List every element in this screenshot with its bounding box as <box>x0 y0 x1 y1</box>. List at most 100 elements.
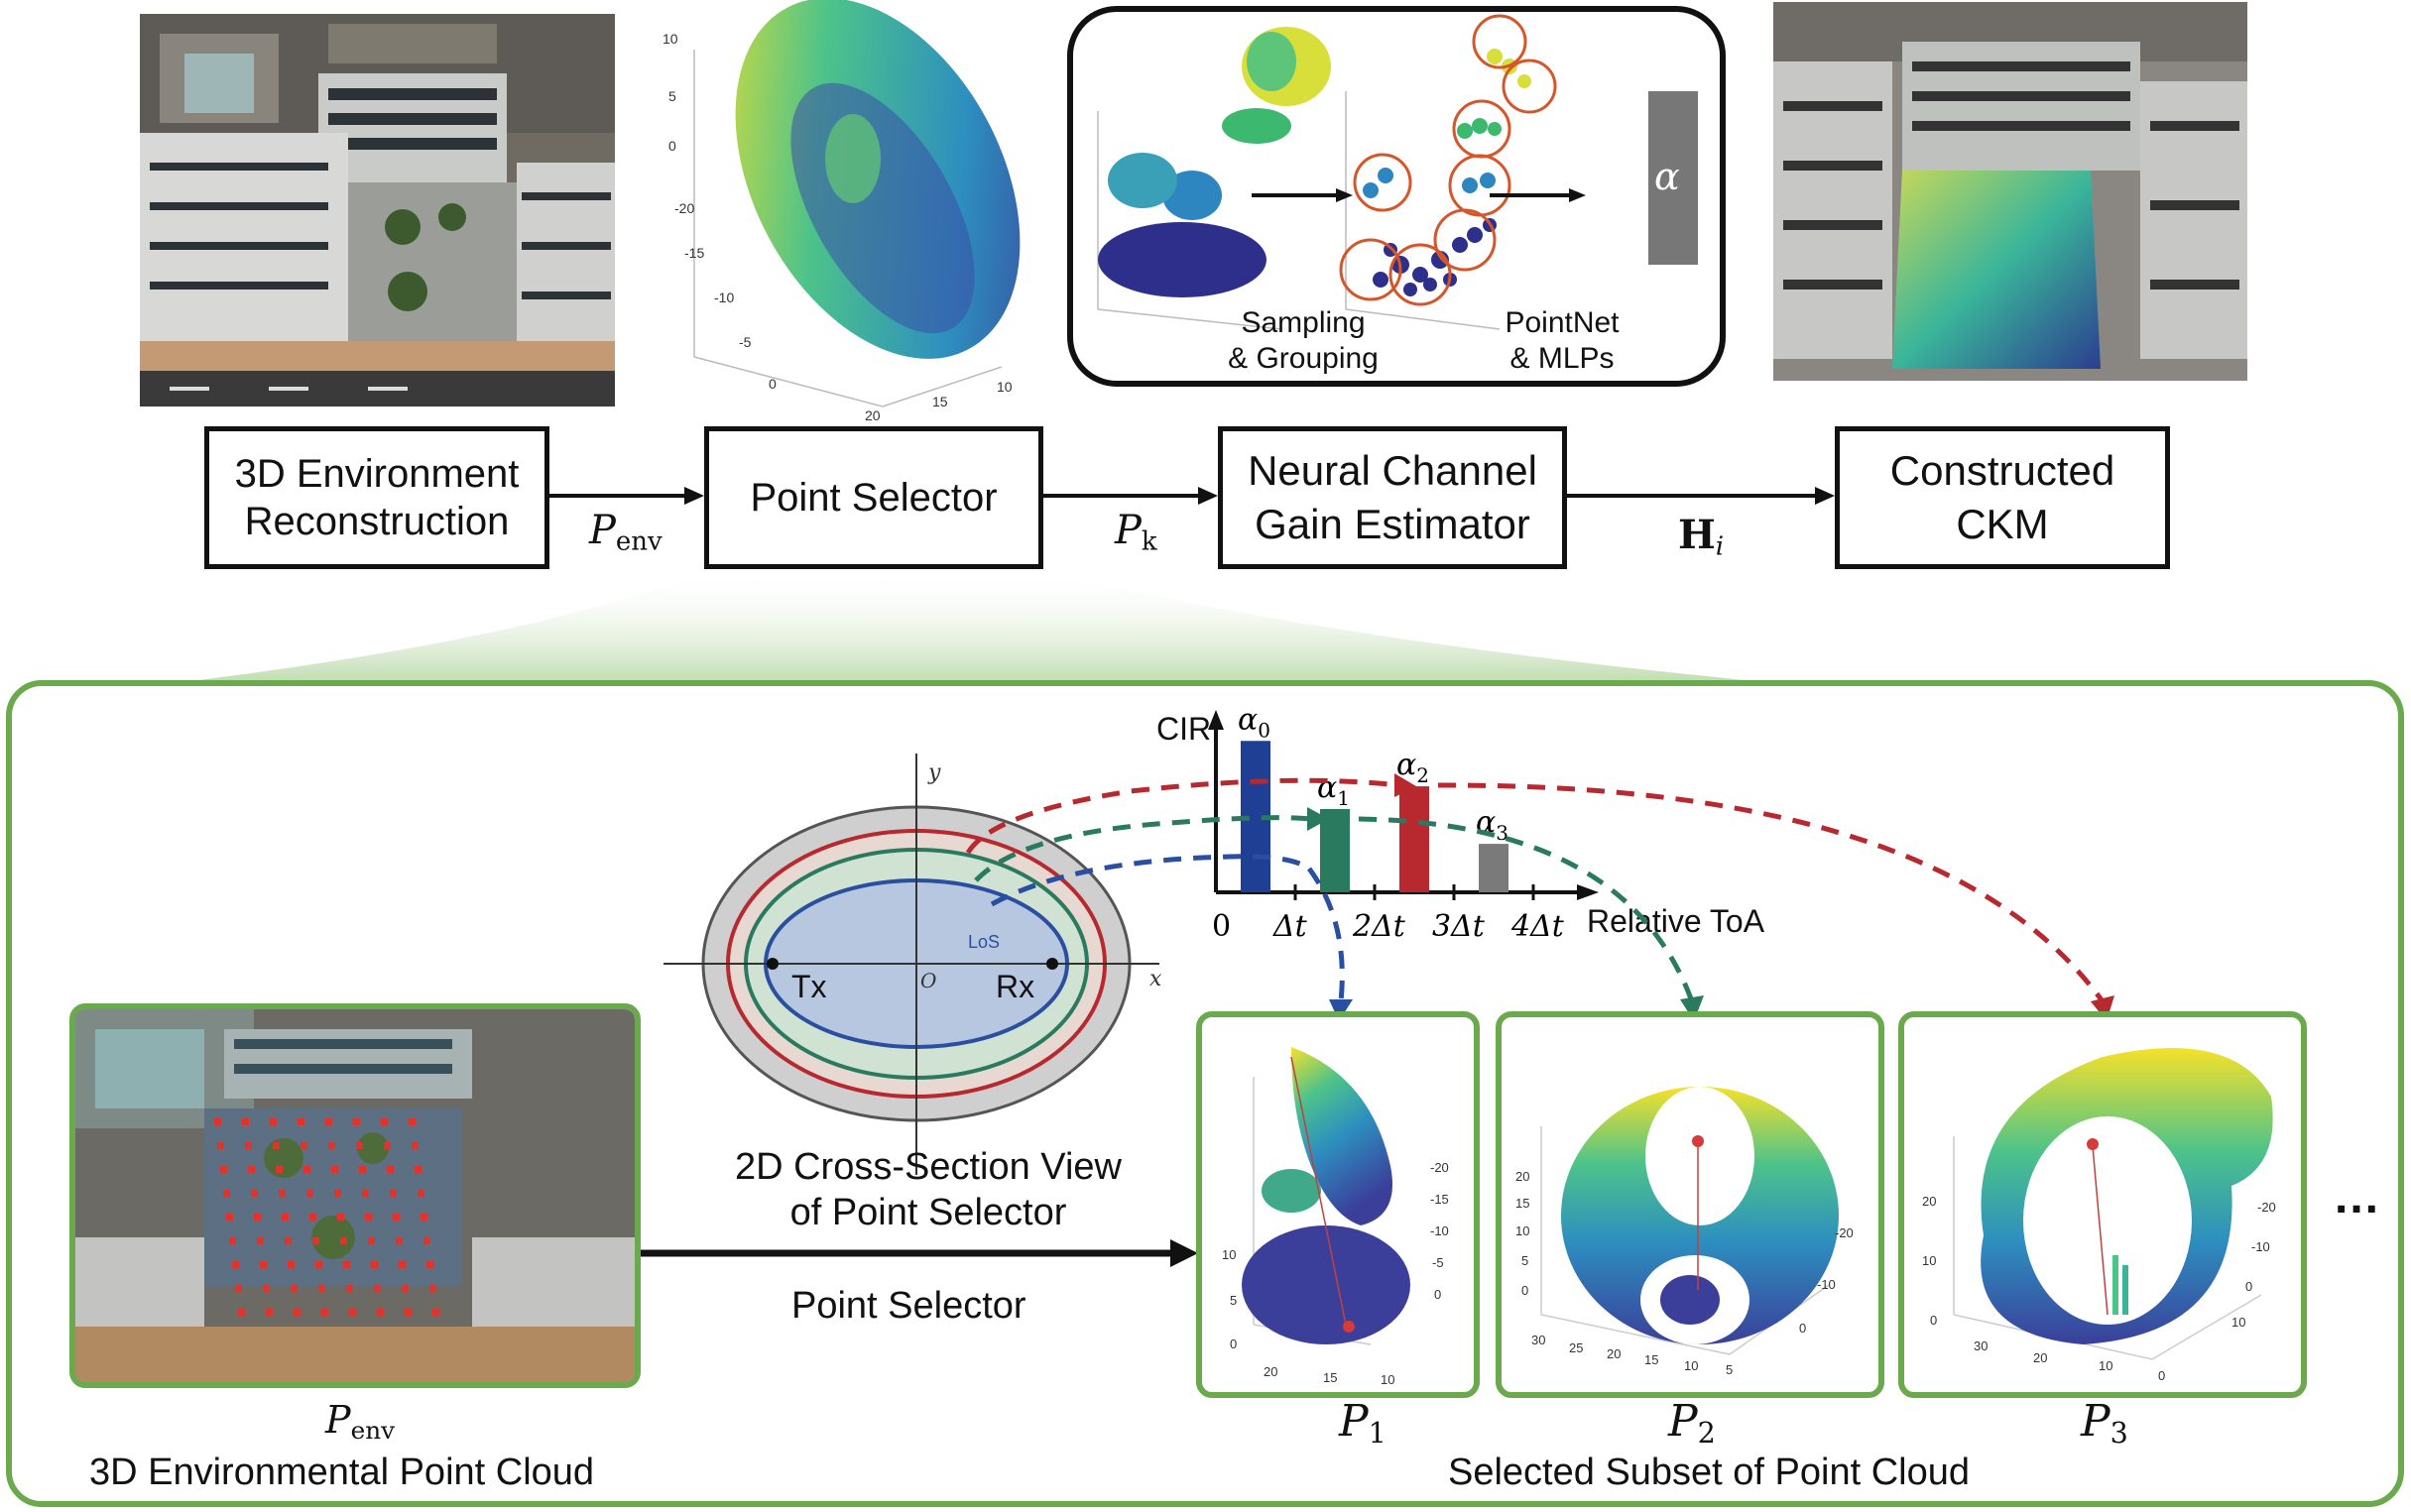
sample-point <box>321 1309 328 1316</box>
sample-point <box>343 1261 350 1268</box>
sample-point <box>257 1237 264 1244</box>
sample-point <box>251 1190 258 1197</box>
p3-tick: -10 <box>2251 1239 2270 1254</box>
ellipsoid-tick: -10 <box>714 290 734 305</box>
estimator-panel: Sampling & Grouping PointNet & MLPs α <box>1067 6 1726 387</box>
sample-point <box>260 1261 267 1268</box>
sample-point <box>245 1142 252 1149</box>
p1-tick: -20 <box>1430 1160 1449 1175</box>
cir-bar-1 <box>1320 809 1350 892</box>
subset-p3-symbol: P3 <box>2081 1396 2128 1451</box>
p2-tick: 20 <box>1515 1169 1529 1184</box>
p3-tick: 10 <box>2231 1315 2245 1330</box>
env-reconstruction-box: 3D Environment Reconstruction <box>204 426 549 569</box>
p2-tick: 5 <box>1726 1362 1733 1377</box>
sample-point <box>423 1237 430 1244</box>
sample-point <box>356 1142 363 1149</box>
cir-bar-2 <box>1399 786 1429 892</box>
ellipsoid-point-cloud-plot: 10 5 0 -20 -15 -10 -5 0 20 15 10 <box>655 0 1071 423</box>
p3-tick: 20 <box>2033 1350 2047 1365</box>
cir-tick-label-2: 2Δt <box>1352 909 1406 944</box>
p2-tick: 10 <box>1684 1358 1698 1373</box>
p1-tick: -15 <box>1430 1192 1449 1207</box>
sample-point <box>371 1261 378 1268</box>
p1-tick: 0 <box>1230 1337 1237 1351</box>
alpha-label: α <box>1654 155 1680 198</box>
sample-point <box>229 1237 236 1244</box>
ellipsoid-tick: 0 <box>668 138 676 154</box>
sample-point <box>340 1237 347 1244</box>
sample-point <box>254 1214 261 1221</box>
sample-point <box>279 1190 286 1197</box>
sample-point <box>399 1261 406 1268</box>
sample-point <box>349 1309 356 1316</box>
sample-point <box>346 1285 353 1292</box>
point-selector-detail-panel <box>6 680 2404 1507</box>
sample-point <box>325 1118 332 1125</box>
sample-point <box>220 1166 227 1173</box>
tx-label: Tx <box>791 969 827 1004</box>
cir-tick-label-0: 0 <box>1212 909 1231 944</box>
sample-point <box>328 1142 335 1149</box>
ellipsoid-tick: 0 <box>769 376 777 392</box>
sampling-label: Sampling & Grouping <box>1228 306 1379 375</box>
p2-tick: 25 <box>1569 1340 1583 1355</box>
cross-origin: O <box>920 969 936 992</box>
ckm-photo <box>1773 2 2247 381</box>
p3-tick: 10 <box>1922 1253 1936 1268</box>
p2-tick: 20 <box>1607 1346 1621 1361</box>
point-selector-box: Point Selector <box>704 426 1043 569</box>
sample-point <box>412 1142 419 1149</box>
p3-tick: 0 <box>1930 1313 1937 1328</box>
sample-point <box>415 1166 422 1173</box>
h-label: Hi <box>1678 512 1725 562</box>
sample-point <box>232 1261 239 1268</box>
sample-point <box>226 1214 233 1221</box>
sample-point <box>298 1118 304 1125</box>
sample-point <box>238 1309 245 1316</box>
sample-point <box>303 1166 310 1173</box>
cir-alpha-label-1: α1 <box>1317 770 1350 810</box>
sample-point <box>282 1214 289 1221</box>
sample-point <box>337 1214 344 1221</box>
sample-point <box>353 1118 360 1125</box>
p2-tick: 10 <box>1515 1223 1529 1238</box>
sample-point <box>387 1166 394 1173</box>
rx-label: Rx <box>996 969 1034 1004</box>
aerial-building-photo <box>140 14 615 407</box>
sample-point <box>402 1285 409 1292</box>
subset-p2-symbol: P2 <box>1668 1396 1716 1451</box>
p1-tick: 0 <box>1434 1287 1441 1302</box>
cir-tick-label-1: Δt <box>1272 909 1308 944</box>
cir-x-arrow <box>1577 884 1599 900</box>
p1-tick: 10 <box>1381 1372 1394 1387</box>
cross-y-axis: y <box>927 760 941 785</box>
subset-p1-frame: -20 -15 -10 -5 0 10 5 0 20 15 10 <box>1196 1011 1480 1398</box>
p3-tick: 20 <box>1922 1194 1936 1209</box>
sample-point <box>377 1309 384 1316</box>
ellipsoid-tick: 10 <box>663 31 678 47</box>
more-subsets-ellipsis: ... <box>2335 1171 2381 1223</box>
sample-point <box>359 1166 366 1173</box>
sample-point <box>214 1118 221 1125</box>
p2-tick: 15 <box>1644 1352 1658 1367</box>
cir-ylabel: CIR <box>1156 711 1211 747</box>
cross-section-diagram: x y O Tx Rx LoS <box>663 754 1162 1175</box>
subset-p1-symbol: P1 <box>1339 1396 1386 1451</box>
sample-point <box>266 1309 273 1316</box>
sample-point <box>306 1190 313 1197</box>
cir-tick-label-3: 3Δt <box>1432 909 1486 944</box>
cir-tick-label-4: 4Δt <box>1510 909 1565 944</box>
sample-point <box>223 1190 230 1197</box>
ellipsoid-tick: 20 <box>865 407 881 423</box>
sample-point <box>318 1285 325 1292</box>
p1-tick: 20 <box>1264 1364 1277 1379</box>
sample-point <box>429 1285 436 1292</box>
los-label: LoS <box>968 932 1000 952</box>
sample-point <box>384 1142 391 1149</box>
subset-p3-frame: 20 10 0 -20 -10 0 10 30 20 10 0 <box>1898 1011 2307 1398</box>
p2-tick: 0 <box>1521 1283 1528 1298</box>
sample-point <box>235 1285 242 1292</box>
cir-xlabel: Relative ToA <box>1587 903 1765 939</box>
sample-point <box>421 1214 427 1221</box>
